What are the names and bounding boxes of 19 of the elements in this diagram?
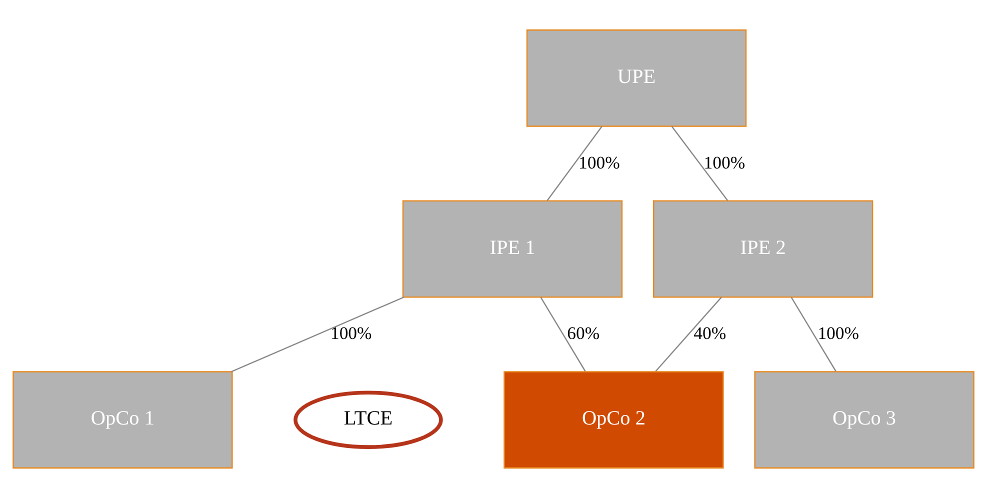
node-box: IPE 2 [652, 200, 874, 298]
edge-label: 100% [330, 323, 372, 344]
edge-label: 100% [704, 152, 746, 172]
node-box: OpCo 2 [504, 371, 724, 469]
edge-label: 40% [694, 323, 726, 344]
edge-label: 60% [567, 323, 600, 344]
node-box: UPE [526, 29, 747, 127]
edge-label: 100% [578, 152, 620, 172]
connector [671, 126, 728, 201]
connector [546, 126, 602, 201]
node-box: OpCo 1 [12, 371, 233, 469]
node-box: OpCo 3 [754, 371, 974, 469]
connector [540, 296, 586, 372]
connector [231, 296, 404, 372]
edge-label: 100% [818, 323, 860, 344]
node-box: IPE 1 [402, 200, 623, 298]
connector [790, 296, 836, 372]
connector [655, 296, 722, 372]
node-ellipse: LTCE [294, 390, 443, 449]
